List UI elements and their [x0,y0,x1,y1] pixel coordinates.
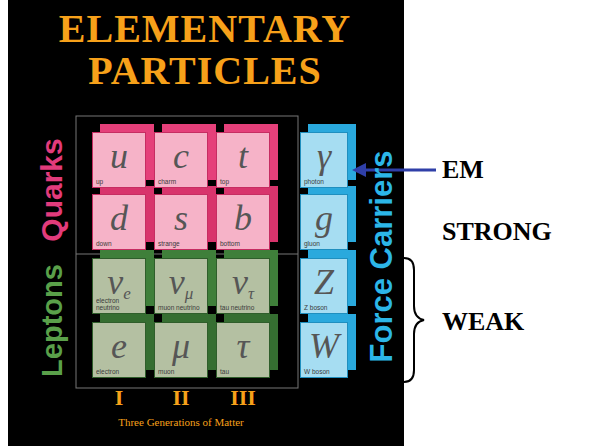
particle-name: electron neutrino [96,298,143,311]
particle-symbol: τ [237,325,250,367]
force-label: EM [442,157,484,183]
particle-symbol: ν [169,261,185,303]
particle-name: W boson [304,369,345,376]
particle-name: photon [304,179,345,186]
group-label: Leptons [38,264,67,377]
particle-symbol: γ [317,135,331,177]
symbol-row: e [93,325,145,367]
particle-symbol: s [174,197,188,239]
particle-cell: s strange [154,194,208,250]
particle-symbol: b [234,197,252,239]
symbol-row: g [301,197,347,239]
particle-symbol: μ [172,325,190,367]
particle-cell: g gluon [300,194,348,250]
symbol-row: ντ [217,261,269,303]
particle-cell: t top [216,132,270,188]
particle-symbol: d [110,197,128,239]
symbol-row: t [217,135,269,177]
particle-symbol: Z [314,261,334,303]
symbol-row: νe [93,261,145,303]
symbol-row: τ [217,325,269,367]
symbol-subscript: e [123,285,131,302]
symbol-row: c [155,135,207,177]
particle-cell: d down [92,194,146,250]
poster-title: ELEMENTARY PARTICLES [20,8,390,92]
particle-cell: c charm [154,132,208,188]
particle-cell: μ muon [154,322,208,378]
particle-cell: τ tau [216,322,270,378]
symbol-row: μ [155,325,207,367]
symbol-row: Z [301,261,347,303]
particle-name: muon neutrino [158,305,205,312]
particle-name: tau neutrino [220,305,267,312]
particle-cell: Z Z boson [300,258,348,314]
particle-symbol: t [238,135,248,177]
particle-cell: ντ tau neutrino [216,258,270,314]
particle-name: muon [158,369,205,376]
symbol-subscript: τ [248,285,254,302]
particle-name: gluon [304,241,345,248]
arrow-head [352,163,366,177]
particle-cell: νeelectron neutrino [92,258,146,314]
symbol-row: s [155,197,207,239]
symbol-row: νμ [155,261,207,303]
frame-line [76,116,298,388]
particle-name: strange [158,241,205,248]
poster-background [8,0,404,446]
symbol-row: γ [301,135,347,177]
particle-name: charm [158,179,205,186]
particle-name: bottom [220,241,267,248]
particle-cell: γ photon [300,132,348,188]
particle-symbol: g [315,197,333,239]
particle-cell: W W boson [300,322,348,378]
particle-cell: u up [92,132,146,188]
particle-symbol: W [309,325,339,367]
particle-name: down [96,241,143,248]
particle-cell: e electron [92,322,146,378]
particle-symbol: ν [232,261,248,303]
particle-symbol: u [110,135,128,177]
generation-number: II [172,387,189,409]
particle-cell: b bottom [216,194,270,250]
axis-caption: Three Generations of Matter [118,417,244,428]
particle-name: electron [96,369,143,376]
curly-brace [404,258,424,382]
particle-name: up [96,179,143,186]
symbol-row: d [93,197,145,239]
symbol-row: b [217,197,269,239]
particle-symbol: ν [107,261,123,303]
force-label: STRONG [442,219,552,245]
symbol-row: W [301,325,347,367]
generation-number: III [230,387,256,409]
particle-name: Z boson [304,305,345,312]
particle-symbol: c [173,135,189,177]
particle-name: tau [220,369,267,376]
particle-cell: νμ muon neutrino [154,258,208,314]
group-label: Force Carriers [366,150,397,362]
group-label: Quarks [37,138,67,241]
particle-name: top [220,179,267,186]
generation-number: I [115,387,124,409]
symbol-row: u [93,135,145,177]
force-label: WEAK [442,309,524,335]
particle-symbol: e [111,325,127,367]
symbol-subscript: μ [185,285,194,302]
